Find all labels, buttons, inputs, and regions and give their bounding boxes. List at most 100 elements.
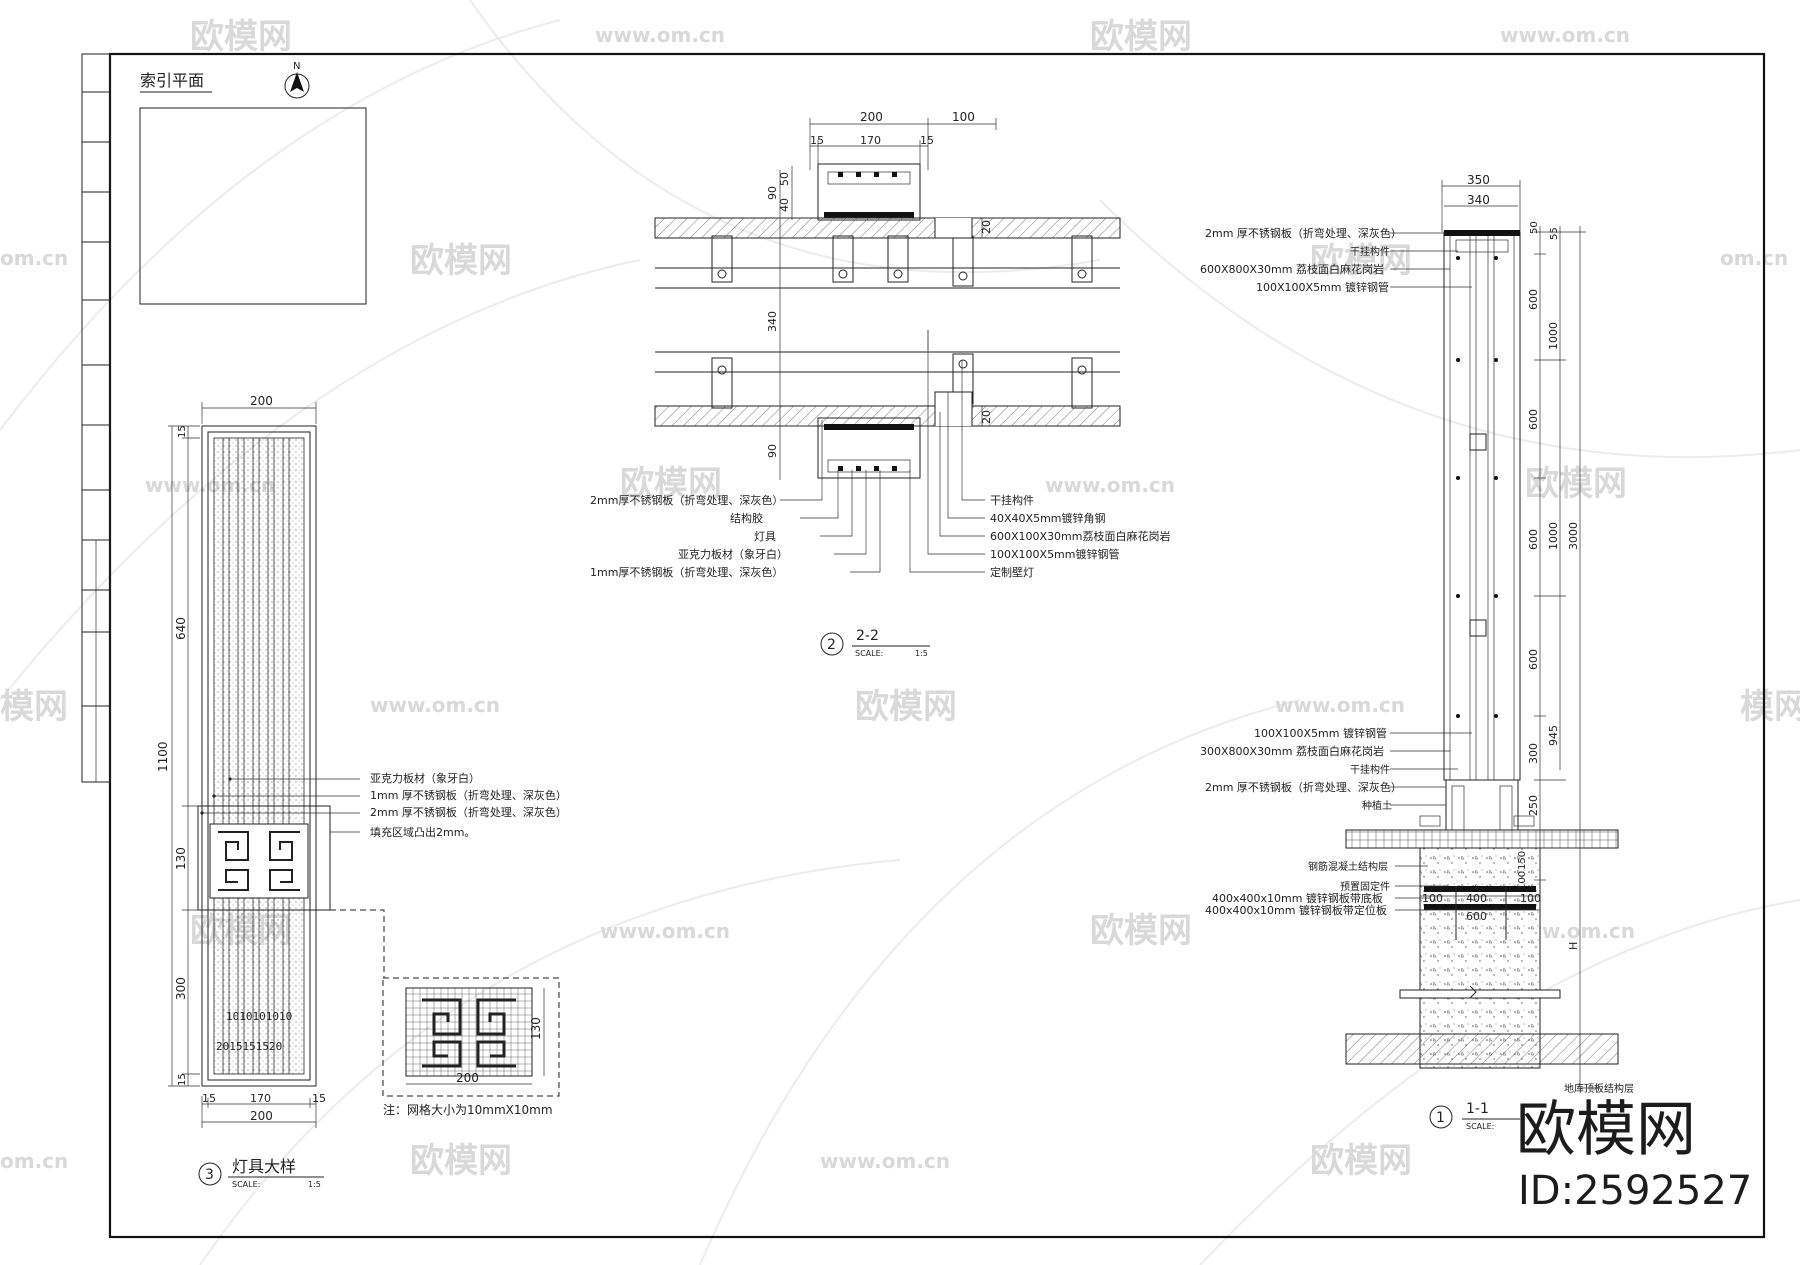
callout-roof-slab: 地库顶板结构层 [1564,1082,1634,1095]
svg-text:1100: 1100 [156,741,170,772]
svg-text:200: 200 [860,110,883,124]
callout-rc-layer: 钢筋混凝土结构层 [1308,860,1388,873]
watermark-brand: 欧模网 [410,241,512,281]
watermark-brand: 模网 [1740,687,1800,727]
column-body [1443,231,1521,781]
lamp-body-outer [201,425,317,1087]
section2-title: 2-2 [856,628,879,644]
svg-text:15: 15 [312,1092,326,1105]
callout-steel-tube-bottom: 100X100X5mm 镀锌钢管 [1254,726,1387,740]
sheet-frame [81,52,1766,1239]
watermark-brand: 欧模网 [1310,1141,1412,1181]
watermark-brand: 欧模网 [410,1141,512,1181]
svg-text:350: 350 [1467,173,1490,187]
svg-text:1000: 1000 [1547,522,1560,550]
svg-text:300: 300 [174,977,188,1000]
svg-text:1000: 1000 [1547,322,1560,350]
watermark-url: www.om.cn [1045,473,1175,497]
watermark-url: www.om.cn [370,693,500,717]
svg-text:600: 600 [1466,910,1487,923]
watermark-url: om.cn [0,246,68,270]
svg-text:1: 1 [1436,1110,1445,1126]
detail-3-lamp-elevation: 200 1100 640 130 300 15 15 1010101010 20… [156,394,567,1189]
watermark-url: www.om.cn [1500,23,1630,47]
section-1-1: 350 340 [1200,173,1634,1131]
svg-text:SCALE:: SCALE: [1466,1122,1494,1131]
svg-text:1:5: 1:5 [915,649,928,658]
detail3-title: 灯具大样 [232,1157,296,1176]
section1-bottom-callouts: 100X100X5mm 镀锌钢管 300X800X30mm 荔枝面白麻花岗岩 干… [1200,726,1634,1095]
detail3-callouts: 亚克力板材（象牙白） 1mm 厚不锈钢板（折弯处理、深灰色） 2mm 厚不锈钢板… [200,771,567,839]
watermark-url: www.om.cn [595,23,725,47]
watermark-url: www.om.cn [1275,693,1405,717]
callout-2mm-steel: 2mm厚不锈钢板（折弯处理、深灰色） [590,493,783,507]
north-label: N [293,61,300,72]
watermark-brand: 欧模网 [190,17,292,57]
svg-text:90: 90 [766,444,779,458]
callout-granite: 600X800X30mm 荔枝面白麻花岗岩 [1200,262,1384,276]
brand-logo: 欧模网 ID:2592527 [1516,1095,1752,1214]
svg-text:15: 15 [177,1073,188,1086]
svg-text:SCALE:: SCALE: [232,1180,260,1189]
svg-text:40: 40 [778,198,791,212]
upper-brackets [711,235,1093,287]
callout-acrylic: 亚克力板材（象牙白） [370,771,480,785]
svg-text:250: 250 [1527,795,1540,816]
watermark-brand: 欧模网 [1090,911,1192,951]
callout-2mm-steel: 2mm 厚不锈钢板（折弯处理、深灰色） [1205,226,1402,240]
watermark-url: www.om.cn [600,919,730,943]
model-id: ID:2592527 [1518,1168,1752,1214]
lamp-strips [222,438,290,1074]
svg-text:100: 100 [1517,871,1528,890]
svg-text:600: 600 [1527,649,1540,670]
callout-base-plate: 400x400x10mm 镀锌钢板带底板 [1212,891,1383,905]
svg-text:55: 55 [1549,227,1560,240]
meander-pattern-icon [218,831,300,891]
section2-right-callouts: 干挂构件 40X40X5mm镀锌角钢 600X100X30mm荔枝面白麻花岗岩 … [909,330,1171,579]
svg-text:2: 2 [827,637,836,653]
svg-text:50: 50 [778,172,791,186]
svg-text:20: 20 [980,220,993,234]
callout-granite: 600X100X30mm荔枝面白麻花岗岩 [990,529,1171,543]
watermark-brand: 模网 [0,687,68,727]
svg-text:SCALE:: SCALE: [855,649,883,658]
watermark-brand: 欧模网 [1525,464,1627,504]
svg-text:945: 945 [1547,725,1560,746]
svg-text:90: 90 [766,186,779,200]
svg-text:15: 15 [920,134,934,147]
svg-text:600: 600 [1527,409,1540,430]
index-plan-title: 索引平面 [140,71,204,90]
callout-hanging-part: 干挂构件 [990,493,1034,507]
svg-text:15: 15 [202,1092,216,1105]
callout-planting-soil: 种植土 [1362,799,1392,812]
grid-meander-icon [422,998,516,1068]
watermark-brand: 欧模网 [1310,241,1412,281]
detail-number-circle [198,1162,222,1186]
svg-text:2015151520: 2015151520 [216,1040,282,1053]
grid-note: 注：网格大小为10mmX10mm [383,1102,553,1117]
index-plan-box [139,107,367,305]
callout-lamp: 灯具 [754,530,776,543]
svg-text:100: 100 [952,110,975,124]
svg-text:H: H [1567,942,1580,950]
svg-text:400: 400 [1466,892,1487,905]
callout-2mm-steel: 2mm 厚不锈钢板（折弯处理、深灰色） [370,805,567,819]
section1-title: 1-1 [1466,1101,1489,1117]
svg-text:20: 20 [980,410,993,424]
svg-text:200: 200 [250,1109,273,1123]
callout-1mm-steel: 1mm 厚不锈钢板（折弯处理、深灰色） [370,788,567,802]
callout-embedded-part: 预置固定件 [1340,880,1390,893]
callout-1mm-steel: 1mm厚不锈钢板（折弯处理、深灰色） [590,565,783,579]
callout-fill-area: 填充区域凸出2mm。 [370,825,475,839]
north-arrow-icon: N [284,61,310,99]
section-2-2: 200 100 15 170 15 [590,110,1171,658]
svg-text:170: 170 [860,134,881,147]
svg-text:640: 640 [174,617,188,640]
watermark-url: om.cn [0,1149,68,1173]
svg-text:150: 150 [1517,851,1528,870]
section2-left-callouts: 2mm厚不锈钢板（折弯处理、深灰色） 结构胶 灯具 亚克力板材（象牙白） 1mm… [590,420,881,579]
watermark-brand: 欧模网 [1090,17,1192,57]
callout-granite-bottom: 300X800X30mm 荔枝面白麻花岗岩 [1200,744,1384,758]
svg-text:600: 600 [1527,289,1540,310]
